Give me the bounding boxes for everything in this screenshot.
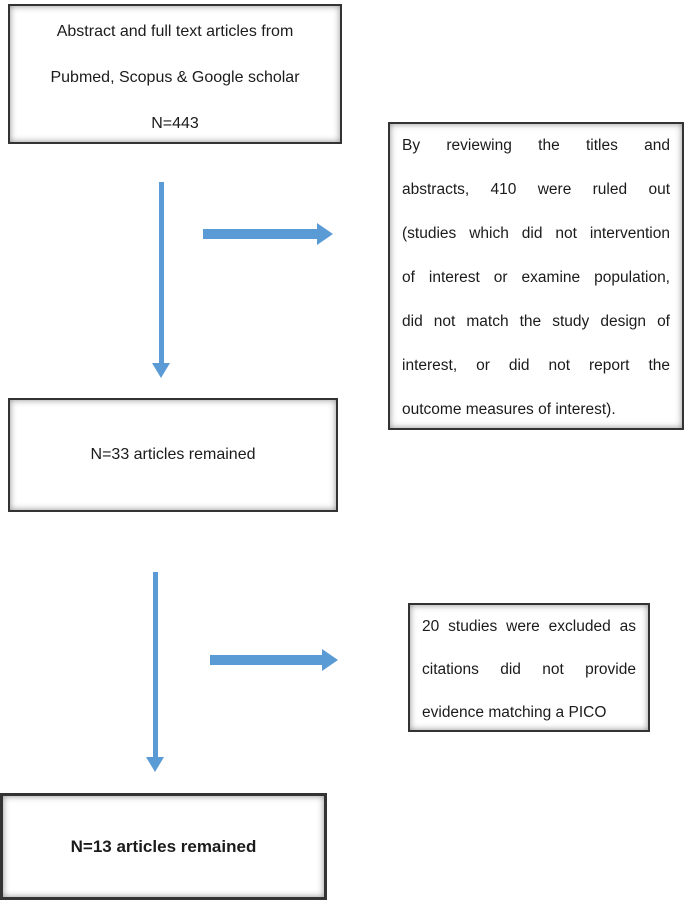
text-line: of interest or examine population, (402, 269, 670, 286)
text-line: abstracts, 410 were ruled out (402, 181, 670, 198)
arrow-head-right-icon (317, 223, 333, 245)
text-line: evidence matching a PICO (422, 704, 607, 721)
articles-remained-label-1: N=33 articles remained (90, 446, 256, 463)
text-line: outcome measures of interest). (402, 401, 616, 418)
articles-remained-box-1: N=33 articles remained (8, 398, 338, 512)
arrow-shaft (158, 182, 164, 363)
text-line: By reviewing the titles and (402, 137, 670, 154)
text-line: Abstract and full text articles from (56, 23, 294, 40)
exclusion-reason-box-2: 20 studies were excluded as citations did… (408, 603, 650, 732)
text-line: Pubmed, Scopus & Google scholar (50, 69, 300, 86)
text-line: interest, or did not report the (402, 357, 670, 374)
articles-remained-box-2: N=13 articles remained (0, 793, 327, 900)
flow-arrow-down-1 (152, 182, 170, 378)
text-line: citations did not provide (422, 661, 636, 678)
articles-remained-label-2: N=13 articles remained (70, 836, 257, 856)
arrow-head-down-icon (152, 363, 170, 378)
arrow-head-down-icon (146, 757, 164, 772)
arrow-shaft (152, 572, 158, 757)
flow-arrow-right-2 (210, 649, 338, 671)
exclusion-reason-box-1: By reviewing the titles and abstracts, 41… (388, 122, 684, 430)
text-line: N=443 (151, 115, 199, 132)
text-line: 20 studies were excluded as (422, 618, 636, 635)
text-line: did not match the study design of (402, 313, 670, 330)
flow-arrow-down-2 (146, 572, 164, 772)
arrow-shaft (203, 229, 317, 239)
text-line: (studies which did not intervention (402, 225, 670, 242)
arrow-head-right-icon (322, 649, 338, 671)
flow-arrow-right-1 (203, 223, 333, 245)
arrow-shaft (210, 655, 322, 665)
